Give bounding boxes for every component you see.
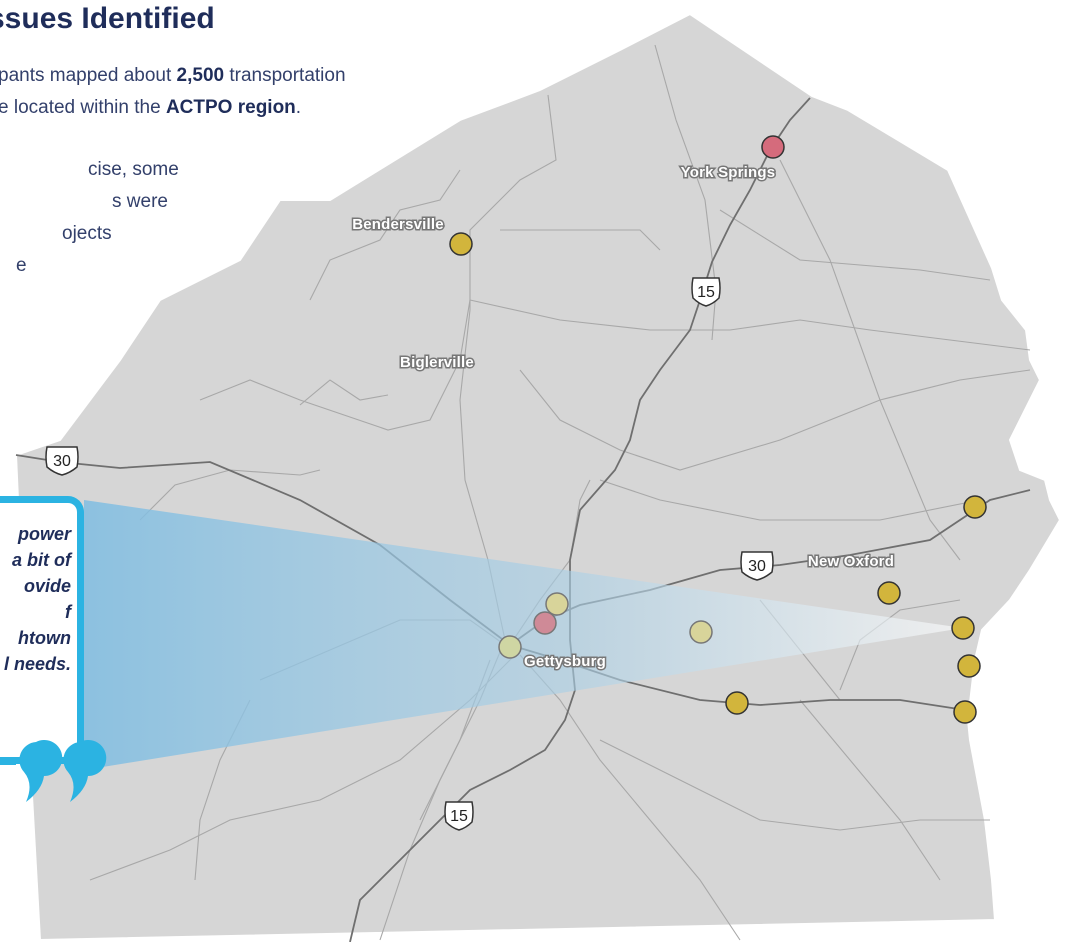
- minor-road: [654, 44, 717, 341]
- issue-point[interactable]: [877, 581, 901, 605]
- town-label-bendersville: Bendersville: [352, 216, 444, 233]
- svg-text:15: 15: [450, 808, 468, 825]
- issue-point[interactable]: [963, 495, 987, 519]
- issue-point[interactable]: [761, 135, 785, 159]
- minor-road: [299, 379, 389, 406]
- svg-text:30: 30: [53, 453, 71, 470]
- page-title: ssues Identified: [0, 2, 215, 35]
- region-name: ACTPO region: [165, 97, 296, 118]
- town-label-new-oxford: New Oxford: [808, 553, 894, 570]
- issue-point[interactable]: [953, 700, 977, 724]
- town-label-york-springs: York Springs: [681, 164, 776, 181]
- intro-line-2: e located within the ACTPO region.: [0, 97, 302, 118]
- issue-point[interactable]: [545, 592, 569, 616]
- svg-text:15: 15: [697, 284, 715, 301]
- intro-line-1: pants mapped about 2,500 transportation: [0, 65, 346, 86]
- minor-road: [309, 169, 461, 301]
- minor-road: [519, 369, 1031, 471]
- minor-road: [719, 209, 991, 281]
- quote-text: power a bit of ovide f htown l needs.: [3, 524, 71, 674]
- sub-line: cise, some: [88, 159, 179, 180]
- issue-count: 2,500: [176, 65, 225, 86]
- issue-points: [449, 135, 987, 724]
- sub-line: s were: [112, 191, 168, 212]
- route-shield: 15: [444, 801, 474, 831]
- minor-road: [199, 299, 471, 431]
- issue-point[interactable]: [957, 654, 981, 678]
- quote-marks-icon: [0, 740, 107, 802]
- town-label-biglerville: Biglerville: [400, 354, 474, 371]
- issue-point[interactable]: [533, 611, 557, 635]
- intro-text: pants mapped about 2,500 transportation …: [0, 60, 346, 124]
- callout-wedge: [84, 500, 963, 770]
- route-shield: 30: [740, 551, 774, 581]
- minor-road: [599, 739, 990, 831]
- issue-point[interactable]: [498, 635, 522, 659]
- route-shield: 30: [45, 446, 79, 476]
- minor-road: [500, 229, 661, 251]
- issue-point[interactable]: [725, 691, 749, 715]
- quote-callout: power a bit of ovide f htown l needs.: [0, 496, 84, 764]
- issue-point[interactable]: [449, 232, 473, 256]
- minor-road: [599, 479, 981, 521]
- issue-point[interactable]: [951, 616, 975, 640]
- town-label-gettysburg: Gettysburg: [524, 653, 606, 670]
- county-boundary: [14, 12, 1062, 942]
- svg-text:30: 30: [748, 558, 766, 575]
- minor-road: [469, 299, 1031, 351]
- issue-point[interactable]: [689, 620, 713, 644]
- sub-line: e: [16, 255, 27, 276]
- route-shield: 15: [691, 277, 721, 307]
- sub-line: ojects: [62, 223, 112, 244]
- minor-road: [799, 699, 941, 881]
- minor-road: [469, 94, 557, 310]
- sub-text: cise, some s were ojects e: [0, 154, 179, 282]
